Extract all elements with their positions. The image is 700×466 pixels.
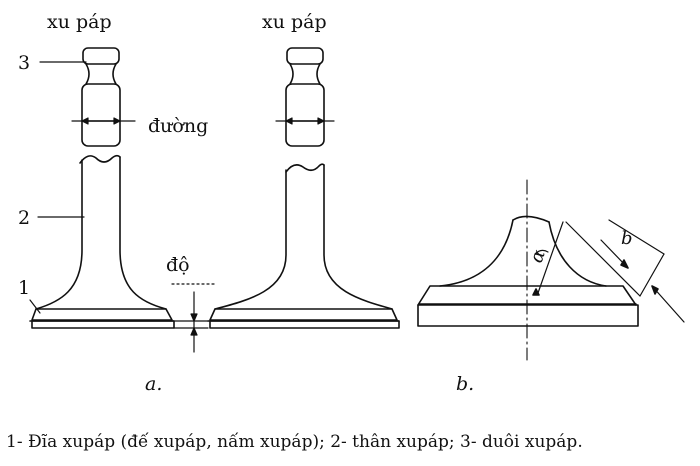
left-stem-break: [79, 154, 121, 164]
part-number-1: 1: [18, 277, 30, 299]
right-valve: [207, 47, 400, 329]
sub-label-a: a.: [145, 373, 162, 395]
width-symbol: b: [621, 228, 633, 249]
part-number-2: 2: [18, 207, 30, 229]
left-valve-tail: [81, 47, 121, 147]
sub-label-b: b.: [456, 373, 474, 395]
angle-symbol: α: [526, 247, 550, 266]
left-valve-stem: [35, 159, 83, 310]
left-annotations: [29, 61, 335, 353]
left-valve-head: [31, 308, 173, 321]
seat-base-plate: [417, 304, 639, 327]
left-valve: [29, 47, 175, 329]
label-head-height: độ: [166, 254, 190, 276]
seat-detail: [417, 179, 685, 361]
label-stem-diameter: đường: [148, 115, 208, 137]
figure-caption: 1- Đĩa xupáp (đế xupáp, nấm xupáp); 2- t…: [6, 432, 583, 452]
label-valve-left: xu páp: [47, 11, 112, 33]
label-valve-right: xu páp: [262, 11, 327, 33]
part-number-3: 3: [18, 52, 30, 74]
